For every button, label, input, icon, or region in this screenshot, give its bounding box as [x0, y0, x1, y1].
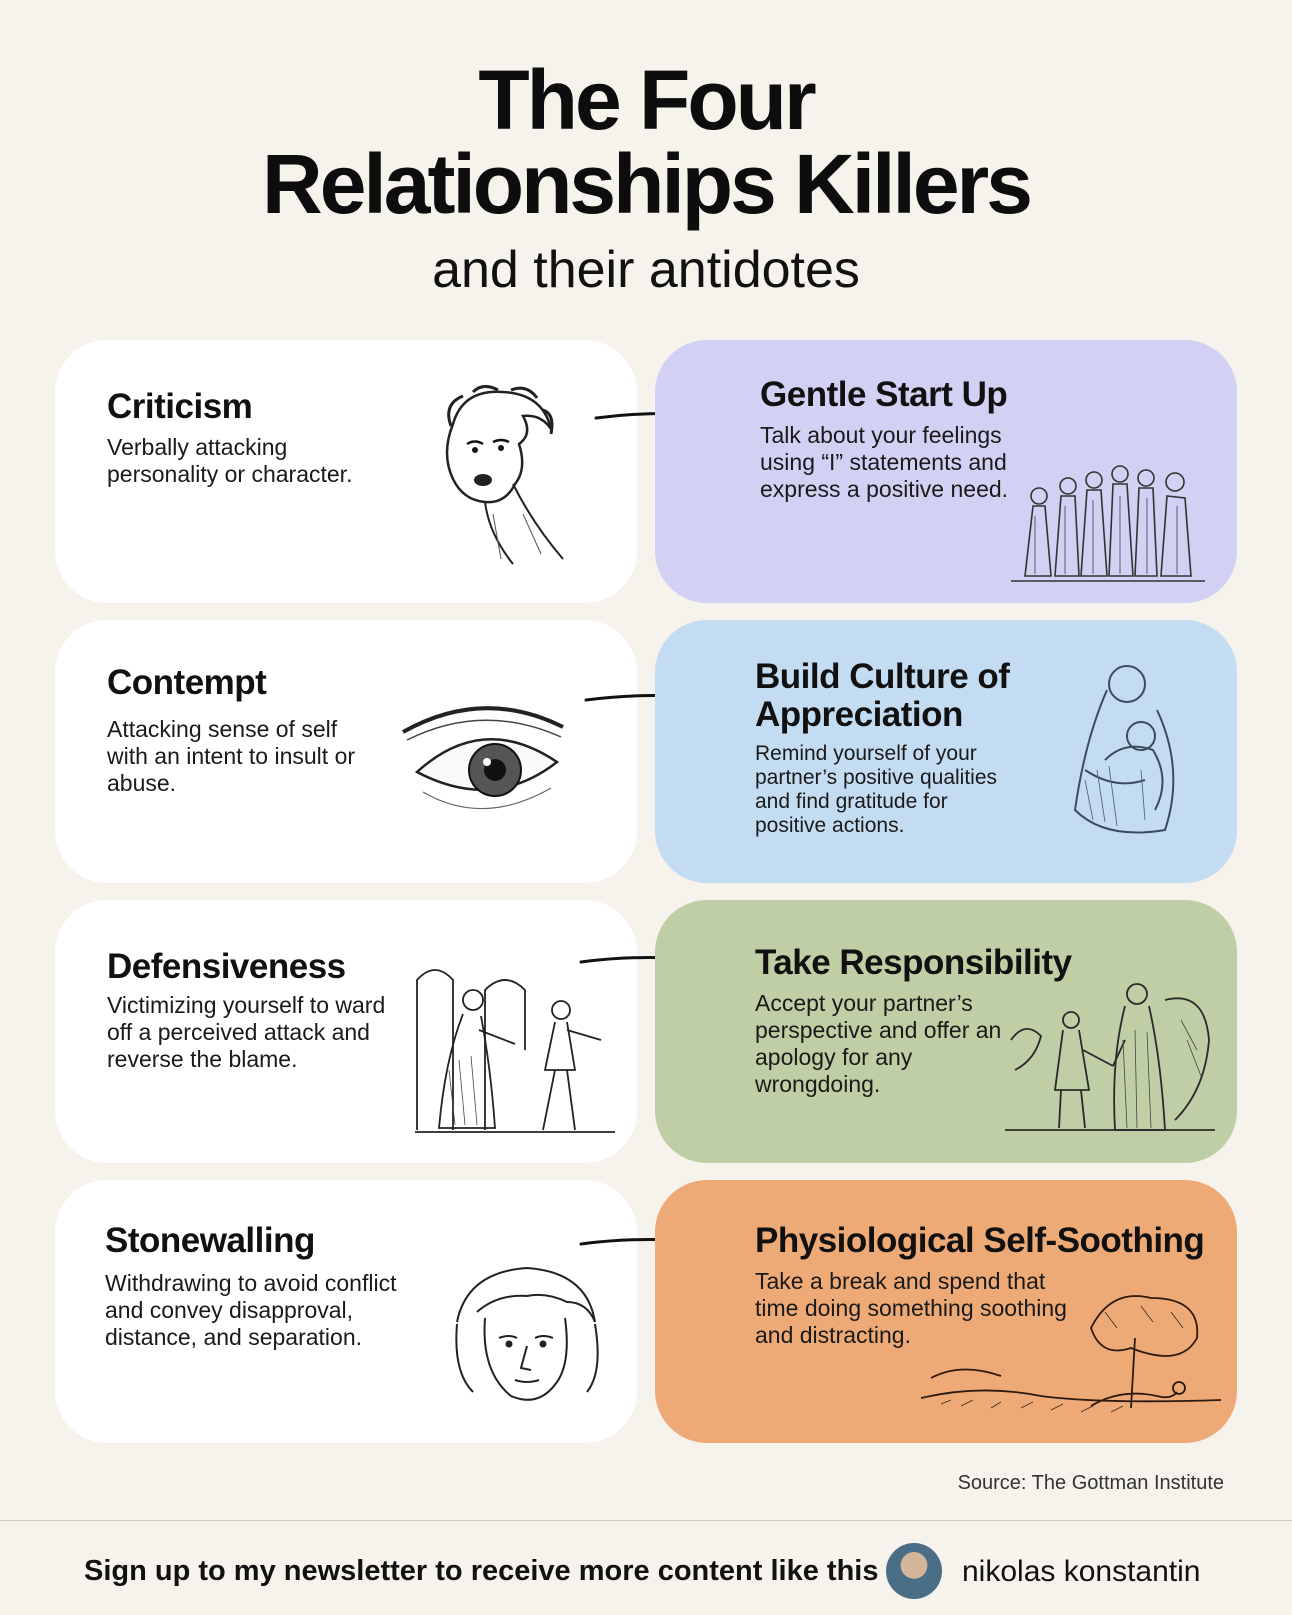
- title-line-2: Relationships Killers: [262, 137, 1033, 231]
- row-contempt: Contempt Attacking sense of self with an…: [55, 620, 1237, 883]
- page-title: The Four Relationships Killers: [0, 58, 1292, 226]
- killer-title: Criticism: [107, 387, 253, 426]
- source-credit: Source: The Gottman Institute: [957, 1472, 1224, 1494]
- footer-divider: [0, 1520, 1292, 1521]
- resting-under-tree-illustration: [921, 1295, 1221, 1413]
- antidote-description: Remind yourself of your partner’s positi…: [755, 742, 998, 837]
- antidote-card-take-responsibility: Take Responsibility Accept your partner’…: [655, 900, 1237, 1163]
- killer-title: Defensiveness: [107, 947, 346, 986]
- title-line-1: The Four: [478, 53, 816, 147]
- killer-title: Contempt: [107, 663, 267, 702]
- killer-description: Verbally attacking personality or charac…: [107, 434, 353, 487]
- arguing-couple-illustration: [415, 969, 615, 1133]
- group-of-people-illustration: [1011, 465, 1205, 582]
- antidote-card-gentle-start-up: Gentle Start Up Talk about your feelings…: [655, 340, 1237, 603]
- antidote-title: Gentle Start Up: [760, 375, 1008, 414]
- antidote-description: Take a break and spend that time doing s…: [755, 1268, 1067, 1348]
- shouting-head-illustration: [445, 385, 564, 565]
- antidote-card-build-culture-of-appreciation: Build Culture of Appreciation Remind you…: [655, 620, 1237, 883]
- killer-card-defensiveness: Defensiveness Victimizing yourself to wa…: [55, 900, 637, 1163]
- newsletter-cta-link[interactable]: Sign up to my newsletter to receive more…: [84, 1555, 879, 1587]
- author-name[interactable]: nikolas konstantin: [962, 1555, 1201, 1588]
- woman-portrait-illustration: [455, 1266, 599, 1401]
- antidote-title: Physiological Self-Soothing: [755, 1221, 1205, 1260]
- row-stonewalling: Stonewalling Withdrawing to avoid confli…: [55, 1180, 1237, 1443]
- mother-embrace-illustration: [1073, 665, 1175, 834]
- killer-title: Stonewalling: [105, 1221, 315, 1260]
- killer-description: Withdrawing to avoid conflict and convey…: [105, 1270, 397, 1350]
- father-and-child-illustration: [1005, 983, 1215, 1131]
- avatar[interactable]: [886, 1543, 942, 1599]
- row-criticism: Criticism Verbally attacking personality…: [55, 340, 1237, 603]
- header: The Four Relationships Killers and their…: [0, 58, 1292, 300]
- antidote-card-physiological-self-soothing: Physiological Self-Soothing Take a break…: [655, 1180, 1237, 1443]
- antidote-title: Take Responsibility: [755, 943, 1072, 982]
- antidote-description: Talk about your feelings using “I” state…: [760, 422, 1009, 502]
- page-subtitle: and their antidotes: [432, 241, 860, 299]
- killer-card-contempt: Contempt Attacking sense of self with an…: [55, 620, 637, 883]
- antidote-description: Accept your partner’s perspective and of…: [755, 990, 1002, 1097]
- eye-illustration: [402, 706, 564, 810]
- killer-description: Victimizing yourself to ward off a perce…: [107, 992, 386, 1072]
- row-defensiveness: Defensiveness Victimizing yourself to wa…: [55, 900, 1237, 1163]
- killer-card-stonewalling: Stonewalling Withdrawing to avoid confli…: [55, 1180, 637, 1443]
- antidote-title: Build Culture of Appreciation: [755, 657, 1010, 734]
- killer-card-criticism: Criticism Verbally attacking personality…: [55, 340, 637, 603]
- killer-description: Attacking sense of self with an intent t…: [107, 716, 356, 796]
